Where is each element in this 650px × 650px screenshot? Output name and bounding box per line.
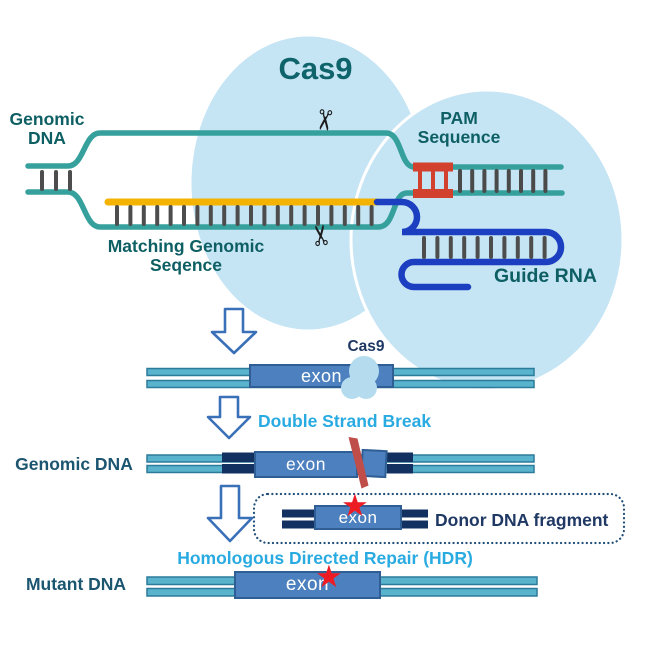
mutant-dna-row-label: Mutant DNA: [25, 574, 127, 594]
arrow-down-icon-3: [206, 484, 254, 543]
exon-box-row4: [234, 571, 381, 599]
cas9-blob-label: Cas9: [347, 338, 385, 355]
exon-label-row2: exon: [286, 454, 326, 474]
right-duplex-rungs: [458, 169, 548, 193]
matching-sequence-label: Matching Genomic Seqence: [107, 236, 265, 275]
exon-label-donor: exon: [338, 508, 378, 527]
matching-rungs: [115, 205, 374, 226]
break-slash: [348, 437, 369, 489]
pam-block-bottom: [413, 189, 453, 198]
down-arrows: [206, 307, 258, 543]
cas9-blob: [341, 356, 379, 399]
exon-box-donor: [314, 505, 402, 530]
left-duplex-rungs: [40, 170, 72, 191]
genomic-bottom-strand: [25, 189, 565, 230]
scissors-icon-bottom: ✂: [304, 221, 339, 249]
hdr-label: Homologous Directed Repair (HDR): [177, 548, 473, 568]
genomic-top-strand: [25, 130, 564, 170]
guide-rna-strand: [373, 198, 565, 291]
arrow-down-icon-1: [210, 307, 258, 355]
double-strand-break-label: Double Strand Break: [258, 411, 432, 431]
donor-homology-arms: [282, 509, 428, 529]
star-icon-donor: ★: [341, 488, 369, 523]
exon-box-row2: [254, 451, 358, 478]
cas9-title: Cas9: [278, 51, 353, 86]
arrow-down-icon-2: [206, 395, 252, 440]
genomic-dna-row-label: Genomic DNA: [15, 454, 133, 474]
exon-label-row4: exon: [285, 574, 330, 595]
star-icon-mutant: ★: [315, 559, 343, 594]
donor-fragment-label: Donor DNA fragment: [435, 510, 609, 530]
pam-sequence-label: PAM Sequence: [417, 108, 501, 147]
scissors-icon-top: ✂: [307, 106, 342, 134]
homology-blocks-row2: [222, 452, 413, 474]
guide-rna-label: Guide RNA: [494, 265, 597, 287]
exon-label-row1: exon: [300, 366, 343, 386]
pam-rungs: [418, 169, 448, 193]
genomic-dna-top-label: Genomic DNA: [9, 109, 85, 148]
pam-block-top: [413, 162, 453, 172]
guide-rna-rungs: [422, 236, 547, 259]
